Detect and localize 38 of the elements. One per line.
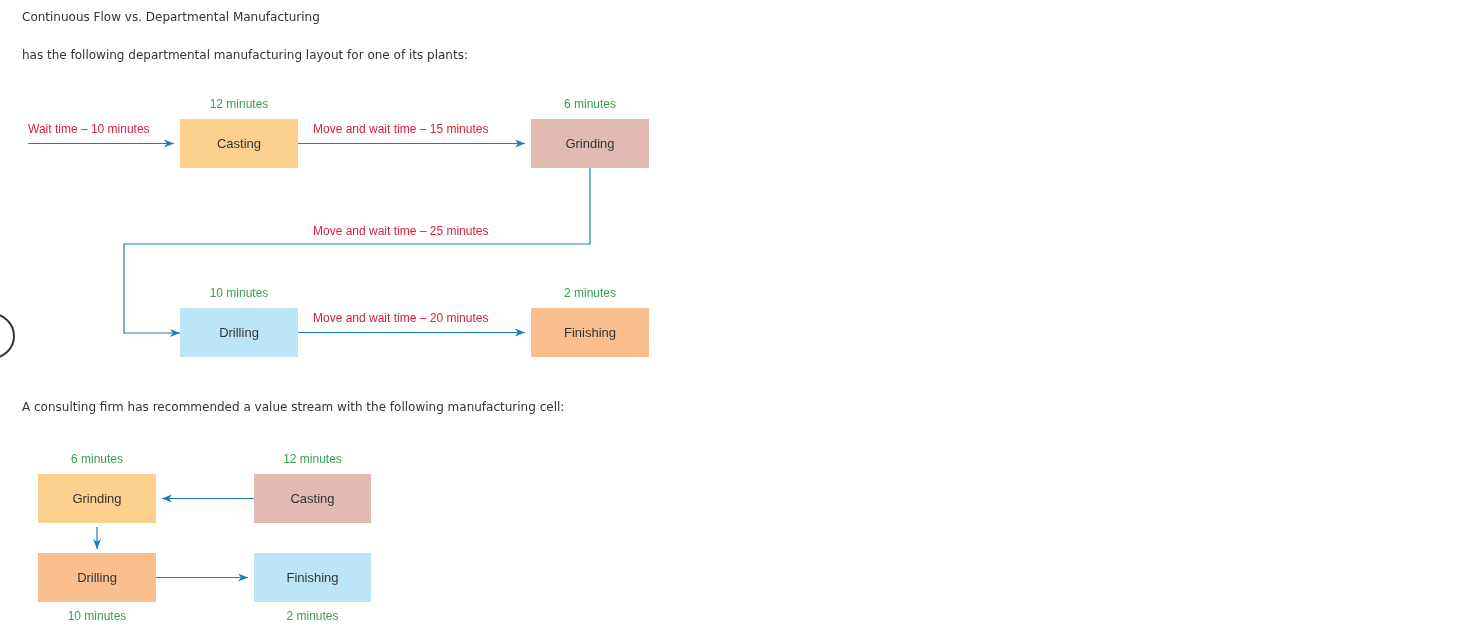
duration-label: 2 minutes (285, 609, 340, 623)
process-name: Finishing (286, 570, 339, 585)
duration-label: 10 minutes (66, 609, 128, 623)
duration-label: 6 minutes (563, 97, 617, 111)
duration-label: 10 minutes (208, 286, 270, 300)
arrow (297, 328, 526, 337)
process-box (180, 308, 298, 357)
title: Continuous Flow vs. Departmental Manufacturing (22, 10, 320, 24)
process-name: Finishing (564, 325, 616, 340)
paragraph: has the following departmental manufacturing layout for one of its plants: (22, 48, 468, 62)
arrow (123, 167, 591, 337)
duration-label: 12 minutes (282, 452, 343, 466)
arrow (93, 526, 101, 550)
process-box (38, 553, 156, 602)
edge-label: Move and wait time – 15 minutes (313, 122, 489, 136)
process-name: Grinding (565, 136, 615, 151)
process-name: Drilling (77, 570, 117, 585)
duration-label: 2 minutes (563, 286, 617, 300)
process-box (38, 474, 156, 523)
process-box (254, 474, 371, 523)
process-name: Drilling (219, 325, 259, 340)
process-box (531, 308, 649, 357)
duration-label: 6 minutes (70, 452, 124, 466)
paragraph: A consulting firm has recommended a value stream with the following manufacturing cell: (22, 400, 565, 414)
process-name: Casting (216, 136, 262, 151)
edge-label: Wait time – 10 minutes (28, 122, 150, 136)
edge-label: Move and wait time – 25 minutes (313, 224, 489, 238)
arrow (27, 139, 175, 148)
process-box (531, 119, 649, 168)
duration-label: 12 minutes (208, 97, 270, 111)
process-box (254, 553, 371, 602)
arrow (161, 494, 255, 503)
process-name: Grinding (72, 491, 122, 506)
process-name: Casting (290, 491, 335, 506)
arrow (155, 573, 249, 582)
edge-label: Move and wait time – 20 minutes (313, 311, 489, 325)
arrow (297, 139, 526, 148)
process-box (180, 119, 298, 168)
